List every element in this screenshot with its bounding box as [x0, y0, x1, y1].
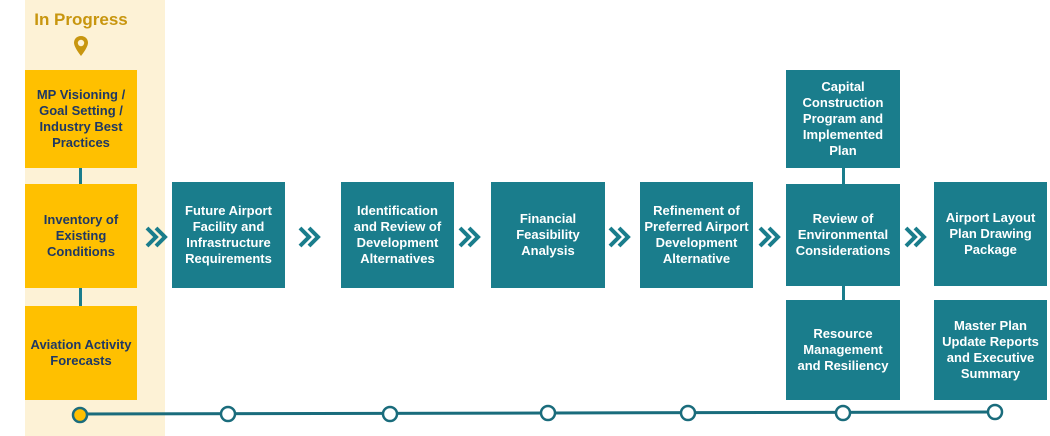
arrow-chevron	[154, 226, 168, 248]
arrow-chevron	[467, 226, 481, 248]
timeline-node-6	[834, 404, 852, 422]
arrow-chevron	[298, 226, 312, 248]
in-progress-label: In Progress	[34, 10, 128, 29]
arrow-chevron	[458, 226, 472, 248]
step-box-financial-feasibility: Financial Feasibility Analysis	[491, 182, 605, 288]
arrow-chevron	[307, 226, 321, 248]
arrow-chevron	[904, 226, 918, 248]
arrow-chevron	[617, 226, 631, 248]
timeline-node-7	[986, 403, 1004, 421]
step-box-inventory: Inventory of Existing Conditions	[25, 184, 137, 288]
timeline-node-4	[539, 404, 557, 422]
timeline-node-1	[71, 406, 89, 424]
step-box-capital-program: Capital Construction Program and Impleme…	[786, 70, 900, 168]
step-box-visioning: MP Visioning / Goal Setting / Industry B…	[25, 70, 137, 168]
connector-line	[79, 168, 82, 184]
arrow-chevron	[145, 226, 159, 248]
timeline-node-5	[679, 404, 697, 422]
connector-line	[79, 288, 82, 306]
timeline-line	[79, 410, 997, 416]
timeline-node-3	[381, 405, 399, 423]
arrow-chevron	[913, 226, 927, 248]
step-box-facility-requirements: Future Airport Facility and Infrastructu…	[172, 182, 285, 288]
arrow-chevron	[608, 226, 622, 248]
step-box-resource-management: Resource Management and Resiliency	[786, 300, 900, 400]
step-box-environmental-review: Review of Environmental Considerations	[786, 184, 900, 286]
connector-line	[842, 286, 845, 300]
step-box-forecasts: Aviation Activity Forecasts	[25, 306, 137, 400]
connector-line	[842, 168, 845, 184]
step-box-master-plan-report: Master Plan Update Reports and Executive…	[934, 300, 1047, 400]
step-box-alp-package: Airport Layout Plan Drawing Package	[934, 182, 1047, 286]
location-pin-icon	[74, 36, 88, 56]
step-box-preferred-alternative: Refinement of Preferred Airport Developm…	[640, 182, 753, 288]
timeline-node-2	[219, 405, 237, 423]
arrow-chevron	[767, 226, 781, 248]
arrow-chevron	[758, 226, 772, 248]
step-box-development-alternatives: Identification and Review of Development…	[341, 182, 454, 288]
